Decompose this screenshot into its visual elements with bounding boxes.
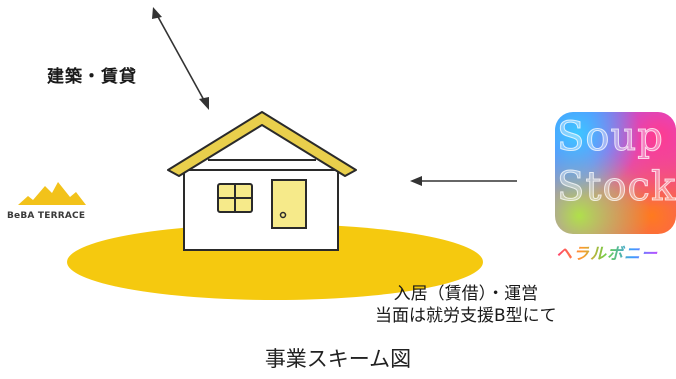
diagram-caption: 事業スキーム図 — [264, 347, 412, 371]
house-illustration — [167, 111, 357, 251]
build-rent-arrow — [152, 7, 209, 110]
ground-ellipse — [67, 224, 483, 300]
beba-logo-text: BeBA TERRACE — [7, 211, 86, 221]
app-icon-text-line2: Stock — [556, 164, 676, 211]
house-door — [271, 179, 307, 229]
house-window — [217, 183, 253, 213]
soup-stock-app-icon: Soup Stock — [555, 112, 676, 234]
tenancy-label-line1: 入居（賃借）・運営 — [393, 284, 539, 304]
build-rent-label: 建築・賃貸 — [47, 67, 137, 87]
tenancy-label-line2: 当面は就労支援B型にて — [375, 306, 557, 326]
app-icon-text-line1: Soup — [557, 114, 664, 161]
tenancy-label: 入居（賃借）・運営 当面は就労支援B型にて — [375, 283, 557, 327]
heralbony-logo-text: ヘラルボニー — [556, 240, 658, 264]
tenancy-arrow — [410, 176, 517, 186]
beba-logo-mark — [18, 182, 86, 205]
